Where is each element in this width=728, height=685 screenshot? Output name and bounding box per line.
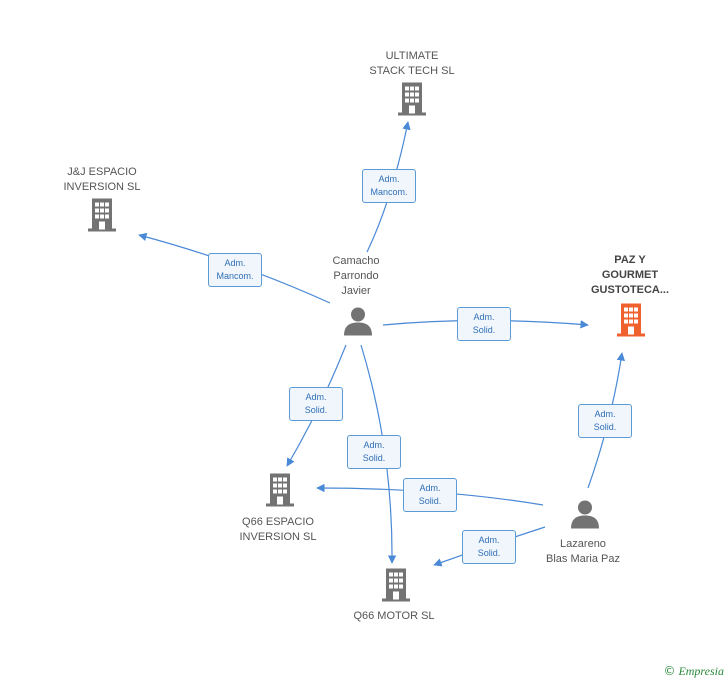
brand-footer: ©Empresia	[663, 664, 724, 679]
q66motor-building-icon[interactable]	[381, 568, 411, 607]
paz-building-icon[interactable]	[616, 303, 646, 342]
q66motor-label: Q66 MOTOR SL	[353, 610, 435, 622]
jj-label: J&J ESPACIO INVERSION SL	[63, 166, 141, 193]
lazareno-person-icon[interactable]	[570, 499, 600, 534]
jj-building-icon[interactable]	[87, 198, 117, 237]
q66espacio-building-icon[interactable]	[265, 473, 295, 512]
edge-label-camacho-ultimate[interactable]: Adm.Mancom.	[362, 169, 416, 203]
camacho-label: Camacho Parrondo Javier	[332, 255, 380, 297]
q66espacio-label: Q66 ESPACIO INVERSION SL	[239, 516, 317, 543]
edge-label-lazareno-q66motor[interactable]: Adm.Solid.	[462, 530, 516, 564]
edge-label-camacho-paz[interactable]: Adm.Solid.	[457, 307, 511, 341]
edge-label-camacho-q66motor[interactable]: Adm.Solid.	[347, 435, 401, 469]
ultimate-label: ULTIMATE STACK TECH SL	[369, 50, 455, 77]
edge-label-lazareno-paz[interactable]: Adm.Solid.	[578, 404, 632, 438]
brand-name: Empresia	[678, 664, 724, 678]
edge-label-camacho-q66espacio[interactable]: Adm.Solid.	[289, 387, 343, 421]
edge-label-lazareno-q66espacio[interactable]: Adm.Solid.	[403, 478, 457, 512]
lazareno-label: Lazareno Blas Maria Paz	[546, 538, 620, 565]
paz-label: PAZ Y GOURMET GUSTOTECA...	[590, 254, 670, 296]
camacho-person-icon[interactable]	[343, 306, 373, 341]
ultimate-building-icon[interactable]	[397, 82, 427, 121]
copyright-icon: ©	[663, 664, 676, 678]
edge-label-camacho-jj[interactable]: Adm.Mancom.	[208, 253, 262, 287]
